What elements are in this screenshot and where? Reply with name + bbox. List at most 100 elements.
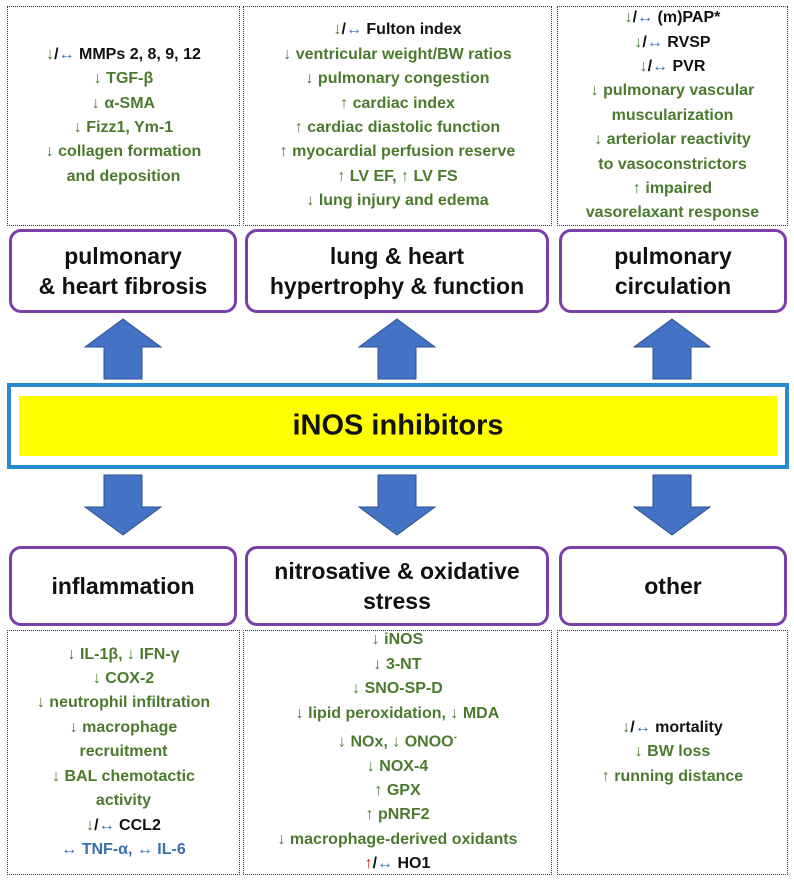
effect-text: ↓ Fizz1, Ym-1 bbox=[73, 119, 174, 136]
effect-line: ↑ impaired bbox=[633, 177, 712, 201]
effect-text: / bbox=[647, 57, 653, 75]
effect-line: ↓ lung injury and edema bbox=[306, 189, 488, 213]
effect-text: ↓ NOx, ↓ ONOO bbox=[338, 733, 454, 751]
effect-line: ↑ GPX bbox=[374, 779, 420, 803]
effect-line: ↓ ventricular weight/BW ratios bbox=[283, 43, 511, 67]
inflammation-effects-box: ↓ IL-1β, ↓ IFN-γ↓ COX-2 ↓ neutrophil infi… bbox=[7, 630, 240, 875]
effect-text: / bbox=[341, 21, 346, 39]
category-label: stress bbox=[363, 588, 431, 614]
effect-text: ↓ α-SMA bbox=[91, 94, 156, 112]
effect-text: ↑ cardiac diastolic function bbox=[294, 119, 501, 136]
category-nitrosative-oxidative-stress: nitrosative & oxidative stress bbox=[245, 546, 549, 626]
effect-line: ↓ α-SMA bbox=[92, 92, 155, 116]
effect-line: ↓ TGF-β bbox=[94, 67, 154, 91]
effect-text: ↓ collagen formation bbox=[45, 143, 202, 161]
effect-line: ↑ myocardial perfusion reserve bbox=[280, 140, 516, 164]
effect-text: ↓ iNOS bbox=[371, 631, 424, 649]
category-label: nitrosative & oxidative bbox=[274, 558, 520, 584]
effect-text: ↓ neutrophil infiltration bbox=[36, 694, 211, 712]
effect-text: HO1 bbox=[393, 855, 431, 873]
circulation-effects-box: ↓/↔ (m)PAP*↓/↔ RVSP↓/↔ PVR↓ pulmonary va… bbox=[557, 6, 788, 226]
category-label: pulmonary bbox=[64, 243, 182, 269]
hypertrophy-effects-box: ↓/↔ Fulton index ↓ ventricular weight/BW … bbox=[243, 6, 552, 226]
effect-text: ↓ bbox=[333, 21, 342, 39]
effect-line: ↓ NOx, ↓ ONOO- bbox=[338, 726, 457, 755]
category-label: hypertrophy & function bbox=[269, 273, 525, 299]
effect-text: ↓ bbox=[46, 45, 55, 63]
effect-line: ↓/↔ CCL2 bbox=[86, 814, 161, 838]
inos-inhibitors-banner: iNOS inhibitors bbox=[7, 383, 789, 469]
effect-line: ↓ arteriolar reactivity bbox=[594, 128, 751, 152]
effect-line: ↓ IL-1β, ↓ IFN-γ bbox=[68, 643, 180, 667]
effect-line: ↓ macrophage bbox=[70, 716, 178, 740]
effect-line: ↔ TNF-α, ↔ IL-6 bbox=[61, 838, 186, 862]
effect-text: ↔ TNF-α, ↔ IL-6 bbox=[61, 840, 186, 858]
effect-text: ↔ bbox=[637, 9, 654, 27]
effect-text: ↔ bbox=[646, 33, 663, 51]
category-other: other bbox=[559, 546, 787, 626]
effect-line: ↓/↔ mortality bbox=[622, 716, 722, 740]
effect-text: ↓ macrophage-derived oxidants bbox=[277, 830, 518, 848]
effect-line: ↓ BAL chemotactic bbox=[52, 765, 195, 789]
effect-line: ↓/↔ (m)PAP* bbox=[625, 6, 721, 30]
effect-line: ↓ COX-2 bbox=[93, 667, 154, 691]
effect-line: vasorelaxant response bbox=[586, 201, 759, 225]
category-label: lung & heart bbox=[329, 243, 465, 269]
effect-text: ↑ running distance bbox=[601, 767, 744, 785]
effect-text: CCL2 bbox=[114, 816, 161, 834]
effect-text: Fulton index bbox=[361, 21, 462, 39]
effect-line: ↓ Fizz1, Ym-1 bbox=[74, 116, 173, 140]
effect-line: ↓ collagen formation bbox=[46, 140, 202, 164]
effect-text: / bbox=[632, 9, 638, 27]
effect-text: ↔ bbox=[98, 816, 115, 834]
banner-title: iNOS inhibitors bbox=[292, 409, 504, 442]
fibrosis-effects-box: ↓/↔ MMPs 2, 8, 9, 12↓ TGF-β↓ α-SMA↓ Fizz… bbox=[7, 6, 240, 226]
effect-text: ↓ NOX-4 bbox=[366, 757, 429, 775]
category-pulmonary-heart-fibrosis: pulmonary & heart fibrosis bbox=[9, 229, 237, 313]
up-arrow-icon bbox=[358, 318, 436, 380]
other-effects-box: ↓/↔ mortality↓ BW loss↑ running distance bbox=[557, 630, 788, 875]
effect-text: ↓ pulmonary congestion bbox=[305, 70, 490, 88]
category-label: pulmonary bbox=[614, 243, 732, 269]
category-label: & heart fibrosis bbox=[38, 273, 208, 299]
effect-line: ↑/↔ HO1 bbox=[365, 852, 431, 876]
category-label: inflammation bbox=[51, 573, 195, 599]
category-lung-heart-hypertrophy: lung & heart hypertrophy & function bbox=[245, 229, 549, 313]
effect-line: ↓ lipid peroxidation, ↓ MDA bbox=[296, 702, 500, 726]
effect-text: ↓ lung injury and edema bbox=[306, 192, 489, 210]
effect-text: ↓ pulmonary vascular bbox=[590, 82, 755, 100]
effect-line: ↓ iNOS bbox=[372, 628, 424, 652]
effect-text: ↓ ventricular weight/BW ratios bbox=[283, 45, 512, 63]
effect-line: and deposition bbox=[67, 165, 181, 189]
effect-text: ↓ bbox=[624, 9, 633, 27]
effect-text: ↓ macrophage bbox=[69, 718, 178, 736]
effect-text: ↔ bbox=[345, 21, 362, 39]
effect-text: (m)PAP* bbox=[653, 9, 721, 27]
effect-line: activity bbox=[96, 789, 151, 813]
effect-text: ↓ arteriolar reactivity bbox=[594, 131, 751, 149]
down-arrow-icon bbox=[358, 474, 436, 536]
effect-text: ↓ bbox=[639, 57, 648, 75]
effect-line: muscularization bbox=[612, 104, 734, 128]
effect-text: muscularization bbox=[611, 106, 734, 124]
effect-text: ↓ TGF-β bbox=[93, 70, 154, 88]
effect-text: mortality bbox=[650, 718, 723, 736]
effect-text: ↑ cardiac index bbox=[340, 94, 455, 112]
up-arrow-icon bbox=[84, 318, 162, 380]
effect-line: ↑ cardiac index bbox=[340, 92, 455, 116]
effect-text: ↓ bbox=[634, 33, 643, 51]
effect-text: ↑ impaired bbox=[632, 180, 713, 198]
effect-text: ↔ bbox=[58, 45, 75, 63]
effect-line: ↓/↔ RVSP bbox=[634, 31, 710, 55]
effect-line: ↑ LV EF, ↑ LV FS bbox=[337, 165, 457, 189]
effect-line: ↓ macrophage-derived oxidants bbox=[277, 828, 517, 852]
effect-text: vasorelaxant response bbox=[585, 204, 760, 222]
effect-text: ↓ SNO-SP-D bbox=[352, 680, 443, 698]
effect-line: ↓ neutrophil infiltration bbox=[37, 691, 210, 715]
effect-line: ↓/↔ PVR bbox=[640, 55, 706, 79]
effect-text: ↓ bbox=[622, 718, 631, 736]
effect-text: to vasoconstrictors bbox=[598, 155, 747, 173]
effect-line: ↓/↔ Fulton index bbox=[334, 18, 462, 42]
effect-line: recruitment bbox=[79, 740, 167, 764]
effect-text: ↑ myocardial perfusion reserve bbox=[279, 143, 516, 161]
